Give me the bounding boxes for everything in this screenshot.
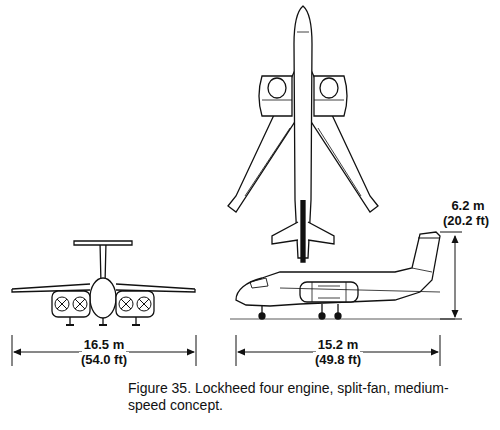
- engine-pod-side: [300, 282, 358, 302]
- fuselage-front: [90, 278, 116, 318]
- front-view: [12, 241, 195, 325]
- right-pod: [116, 291, 154, 317]
- side-view: [230, 232, 455, 319]
- figure-caption: Figure 35. Lockheed four engine, split-f…: [128, 380, 473, 414]
- fuselage-side: [236, 232, 440, 306]
- top-view: [228, 6, 378, 262]
- right-nacelle: [314, 76, 347, 116]
- dimension-label: 15.2 m: [316, 337, 360, 352]
- left-nacelle: [259, 76, 292, 116]
- dimension-label: 16.5 m: [82, 337, 126, 352]
- t-tail: [74, 241, 132, 245]
- dimension-label: (54.0 ft): [79, 352, 129, 367]
- left-wing: [228, 68, 296, 212]
- dimension-label: (49.8 ft): [313, 352, 363, 367]
- right-wing: [310, 68, 378, 212]
- dimension-label: (20.2 ft): [441, 213, 491, 228]
- dimension-lines: [12, 232, 462, 366]
- left-pod: [52, 291, 90, 317]
- dimension-label: 6.2 m: [449, 198, 486, 213]
